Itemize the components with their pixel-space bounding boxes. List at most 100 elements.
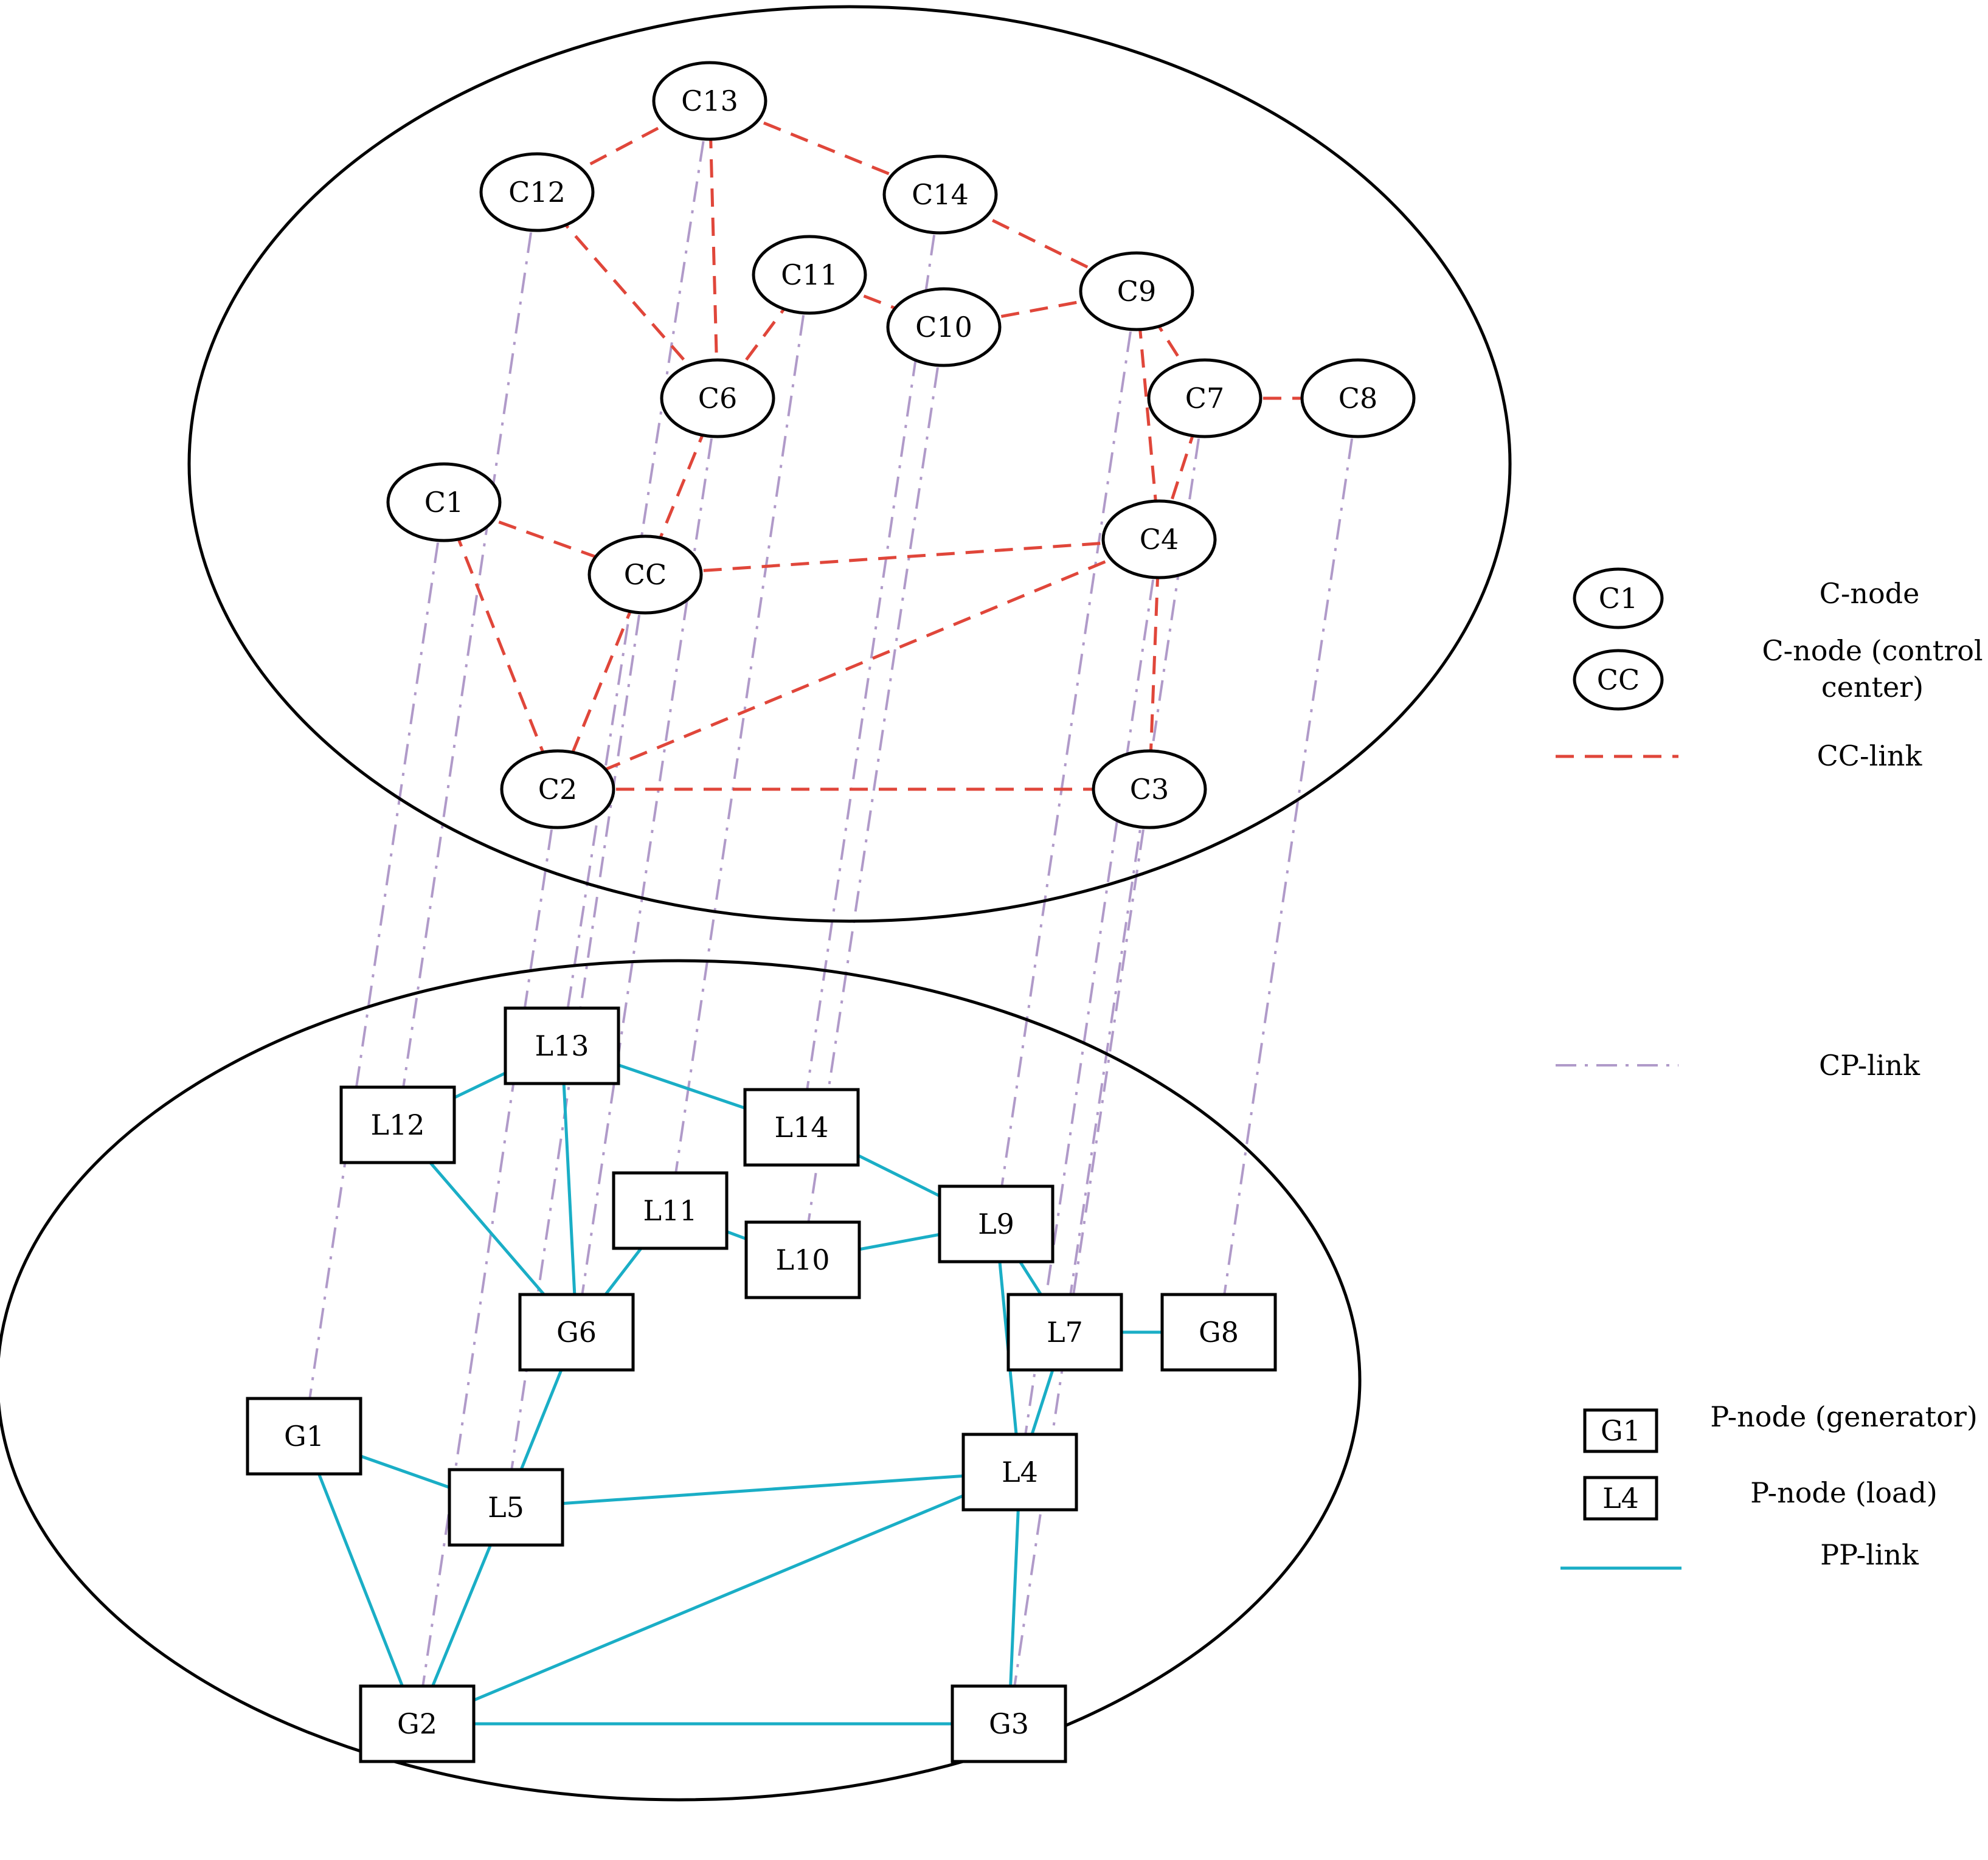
p-node-shape (504, 1006, 620, 1085)
p-node-label: L13 (535, 1029, 589, 1062)
cp-link-c2-g2 (416, 789, 559, 1724)
p-node-label: L14 (774, 1111, 828, 1144)
p-node-g8: G8 (1160, 1293, 1277, 1372)
p-node-l12: L12 (339, 1085, 456, 1164)
pp-link-l13-g6 (560, 1045, 578, 1333)
c-node-label: C7 (1185, 382, 1224, 415)
p-node-shape (961, 1433, 1078, 1512)
p-node-label: L11 (643, 1194, 697, 1227)
legend-load-sample: L4 (1602, 1482, 1639, 1515)
c-node-label: C2 (538, 773, 577, 806)
pp-link-l4-g2 (417, 1470, 1020, 1726)
cp-link-c11-l11 (669, 274, 811, 1211)
p-node-g3: G3 (951, 1684, 1067, 1763)
legend-cc-text-line2: center) (1821, 671, 1924, 704)
c-node-shape (587, 534, 703, 615)
pp-link-l5-l4 (505, 1470, 1020, 1509)
p-node-l13: L13 (504, 1006, 620, 1085)
c-node-label: C12 (508, 176, 566, 209)
p-node-shape (246, 1397, 362, 1476)
p-node-label: L10 (775, 1243, 829, 1276)
legend-generator-shape (1583, 1408, 1658, 1453)
p-node-l4: L4 (961, 1433, 1078, 1512)
pp-link-g1-g2 (302, 1436, 419, 1724)
p-node-shape (448, 1468, 564, 1547)
legend-load-shape (1583, 1476, 1658, 1521)
c-node-label: CC (624, 558, 667, 591)
c-node-c12: C12 (479, 152, 595, 232)
c-node-c7: C7 (1147, 358, 1262, 438)
power-layer-ellipse (0, 959, 1362, 1802)
c-node-c9: C9 (1079, 251, 1194, 331)
legend-generator-sample: G1 (1601, 1414, 1641, 1447)
c-node-shape (479, 152, 595, 232)
c-node-shape (1147, 358, 1262, 438)
legend-cp-link-text: CP-link (1819, 1049, 1920, 1082)
p-node-g1: G1 (246, 1397, 362, 1476)
legend-load-text: P-node (load) (1750, 1476, 1938, 1509)
cc-link-c1-c2 (442, 502, 559, 790)
cp-link-c3-g3 (1008, 789, 1151, 1724)
c-node-c14: C14 (882, 154, 998, 235)
legend-cc-node-shape (1573, 649, 1664, 711)
c-node-c6: C6 (660, 358, 775, 438)
p-node-label: G6 (556, 1316, 597, 1349)
legend-pp-link-text: PP-link (1820, 1538, 1919, 1571)
c-node-label: C1 (424, 486, 463, 519)
p-node-l9: L9 (938, 1184, 1055, 1264)
c-node-label: C8 (1339, 382, 1377, 415)
cp-link-c9-l9 (995, 291, 1138, 1225)
p-node-label: L12 (370, 1108, 424, 1141)
p-node-shape (612, 1171, 729, 1250)
cc-link-c13-c6 (708, 100, 719, 399)
c-node-c3: C3 (1092, 749, 1207, 829)
cp-link-c8-g8 (1217, 398, 1359, 1333)
legend-generator-text: P-node (generator) (1710, 1400, 1978, 1433)
c-node-shape (1101, 499, 1217, 579)
legend: C1 C-node CC C-node (control center) CC-… (1556, 567, 1983, 1571)
c-node-c13: C13 (652, 61, 767, 141)
p-node-label: G2 (397, 1707, 437, 1740)
legend-cc-text-line1: C-node (control (1762, 634, 1983, 667)
cp-link-c7-l7 (1064, 398, 1206, 1333)
c-node-c1: C1 (386, 462, 502, 542)
legend-c-node-shape (1573, 567, 1664, 629)
legend-c-node-text: C-node (1820, 577, 1920, 610)
cp-link-c1-g1 (303, 502, 445, 1437)
c-node-c10: C10 (886, 287, 1002, 367)
c-node-label: C9 (1117, 275, 1156, 308)
p-node-shape (1006, 1293, 1123, 1372)
p-node-shape (359, 1684, 476, 1763)
p-node-shape (1160, 1293, 1277, 1372)
c-node-label: C13 (681, 85, 738, 117)
p-node-g6: G6 (518, 1293, 635, 1372)
p-node-label: L5 (488, 1491, 524, 1524)
cc-link-c4-c2 (557, 538, 1160, 791)
p-node-l10: L10 (744, 1220, 861, 1299)
c-node-c8: C8 (1300, 358, 1416, 438)
p-node-g2: G2 (359, 1684, 476, 1763)
p-node-label: G3 (989, 1707, 1029, 1740)
p-node-label: L4 (1002, 1456, 1038, 1488)
p-node-label: L9 (978, 1208, 1014, 1240)
c-node-shape (886, 287, 1002, 367)
c-node-shape (1079, 251, 1194, 331)
c-node-shape (752, 235, 867, 315)
cp-link-c12-l12 (397, 192, 538, 1125)
p-node-l14: L14 (743, 1088, 860, 1167)
p-node-shape (743, 1088, 860, 1167)
legend-c-node-sample: C1 (1599, 582, 1638, 615)
cc-link-c9-c4 (1135, 291, 1161, 540)
p-node-label: L7 (1047, 1316, 1083, 1349)
cyber-layer-ellipse (187, 5, 1512, 923)
c-node-shape (660, 358, 775, 438)
c-node-label: C6 (698, 382, 737, 415)
c-node-label: C3 (1130, 773, 1169, 806)
c-node-label: C11 (781, 258, 838, 291)
cp-link-c6-g6 (575, 398, 719, 1333)
c-node-shape (1300, 358, 1416, 438)
c-node-c2: C2 (500, 749, 615, 829)
